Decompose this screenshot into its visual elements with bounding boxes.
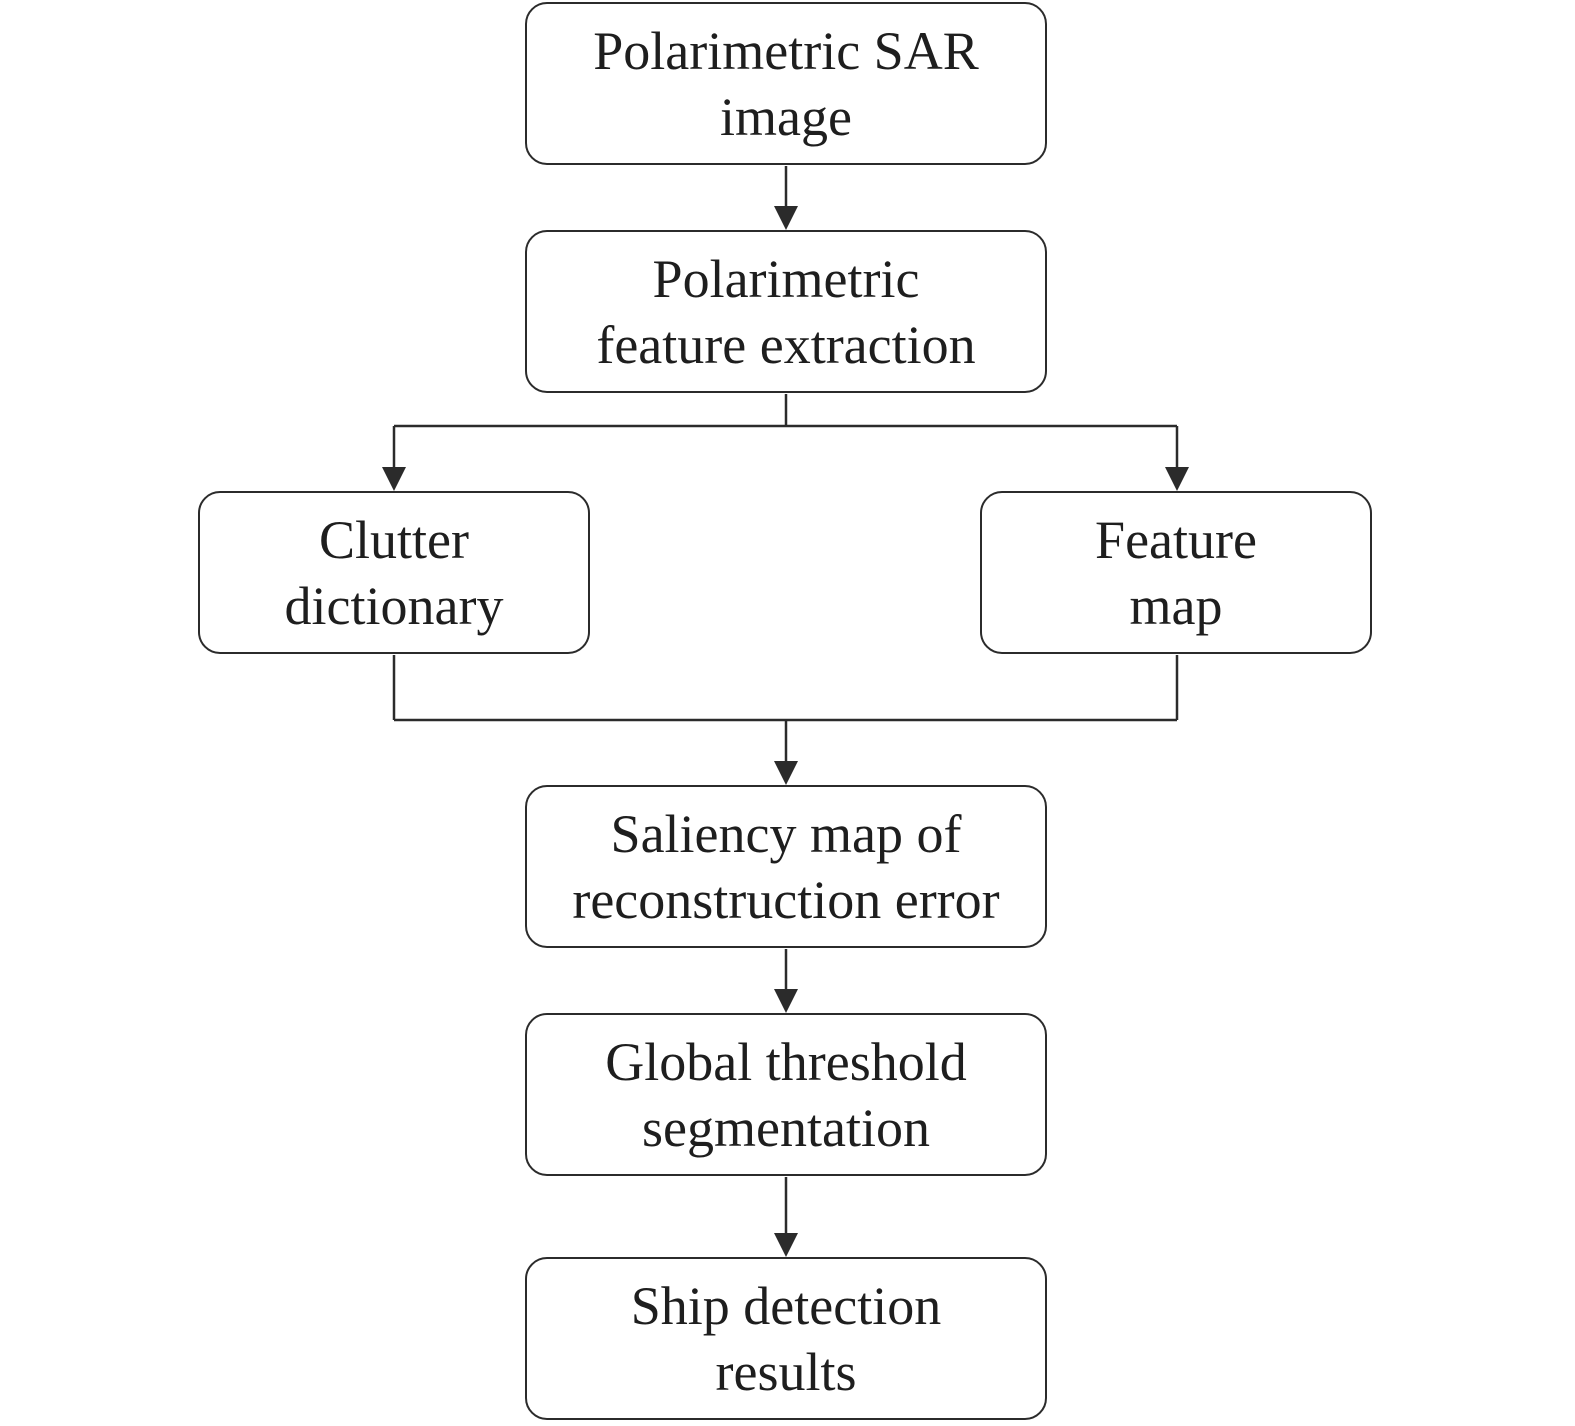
node-label-line: feature extraction xyxy=(596,314,976,375)
node-label-line: segmentation xyxy=(642,1097,930,1158)
node-label-line: Global threshold xyxy=(605,1031,967,1092)
node-saliency-map: Saliency map of reconstruction error xyxy=(525,785,1047,948)
node-label-line: results xyxy=(715,1341,857,1402)
arrowhead-icon xyxy=(774,206,798,230)
node-label-line: image xyxy=(720,86,852,147)
node-label-line: Feature xyxy=(1095,509,1257,570)
node-label-line: Clutter xyxy=(319,509,469,570)
node-label-line: Polarimetric xyxy=(652,248,920,309)
node-label-line: reconstruction error xyxy=(572,869,1000,930)
node-label-line: map xyxy=(1129,575,1223,636)
arrowhead-icon xyxy=(1165,467,1189,491)
node-label-line: Ship detection xyxy=(630,1275,942,1336)
node-label-line: dictionary xyxy=(284,575,504,636)
node-label-line: Saliency map of xyxy=(610,803,962,864)
node-feature-map: Feature map xyxy=(980,491,1372,654)
node-polarimetric-sar-image: Polarimetric SAR image xyxy=(525,2,1047,165)
arrowhead-icon xyxy=(774,989,798,1013)
arrowhead-icon xyxy=(382,467,406,491)
arrowhead-icon xyxy=(774,1233,798,1257)
arrowhead-icon xyxy=(774,761,798,785)
node-label-line: Polarimetric SAR xyxy=(593,20,979,81)
node-polarimetric-feature-extraction: Polarimetric feature extraction xyxy=(525,230,1047,393)
node-global-threshold-segmentation: Global threshold segmentation xyxy=(525,1013,1047,1176)
node-clutter-dictionary: Clutter dictionary xyxy=(198,491,590,654)
node-ship-detection-results: Ship detection results xyxy=(525,1257,1047,1420)
